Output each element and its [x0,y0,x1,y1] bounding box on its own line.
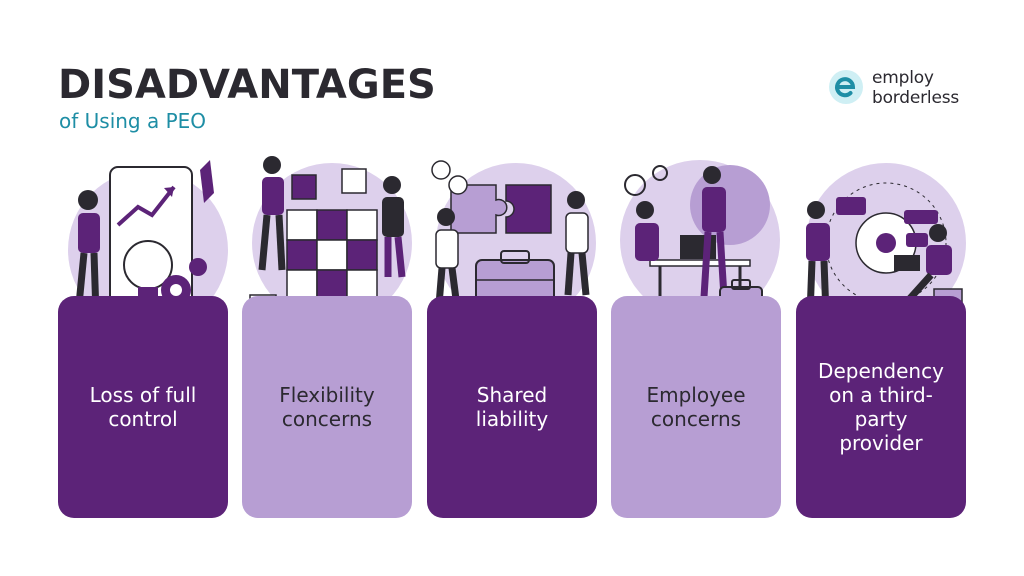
logo-line-2: borderless [872,88,960,108]
logo-text: employ borderless [872,68,959,108]
card-label: Dependency on a third- party provider [818,359,944,455]
card-loss-of-control: Loss of full control [58,296,228,518]
logo-line-1: employ [872,68,934,88]
card-flexibility-concerns: Flexibility concerns [242,296,412,518]
office-desk-illustration [620,160,780,320]
card-dependency-third-party: Dependency on a third- party provider [796,296,966,518]
lightbulb-tablet-illustration [68,160,228,330]
puzzle-briefcase-illustration [431,160,596,323]
card-label: Flexibility concerns [279,383,375,431]
page-subtitle: of Using a PEO [59,109,207,133]
card-shared-liability: Shared liability [427,296,597,518]
e-letter-badge-icon [829,70,863,104]
card-employee-concerns: Employee concerns [611,296,781,518]
page-title: DISADVANTAGES [58,62,436,108]
card-label: Employee concerns [646,383,746,431]
brand-logo: employ borderless [828,66,978,110]
cube-puzzle-illustration [249,156,412,323]
card-label: Shared liability [475,383,549,431]
card-label: Loss of full control [89,383,197,431]
